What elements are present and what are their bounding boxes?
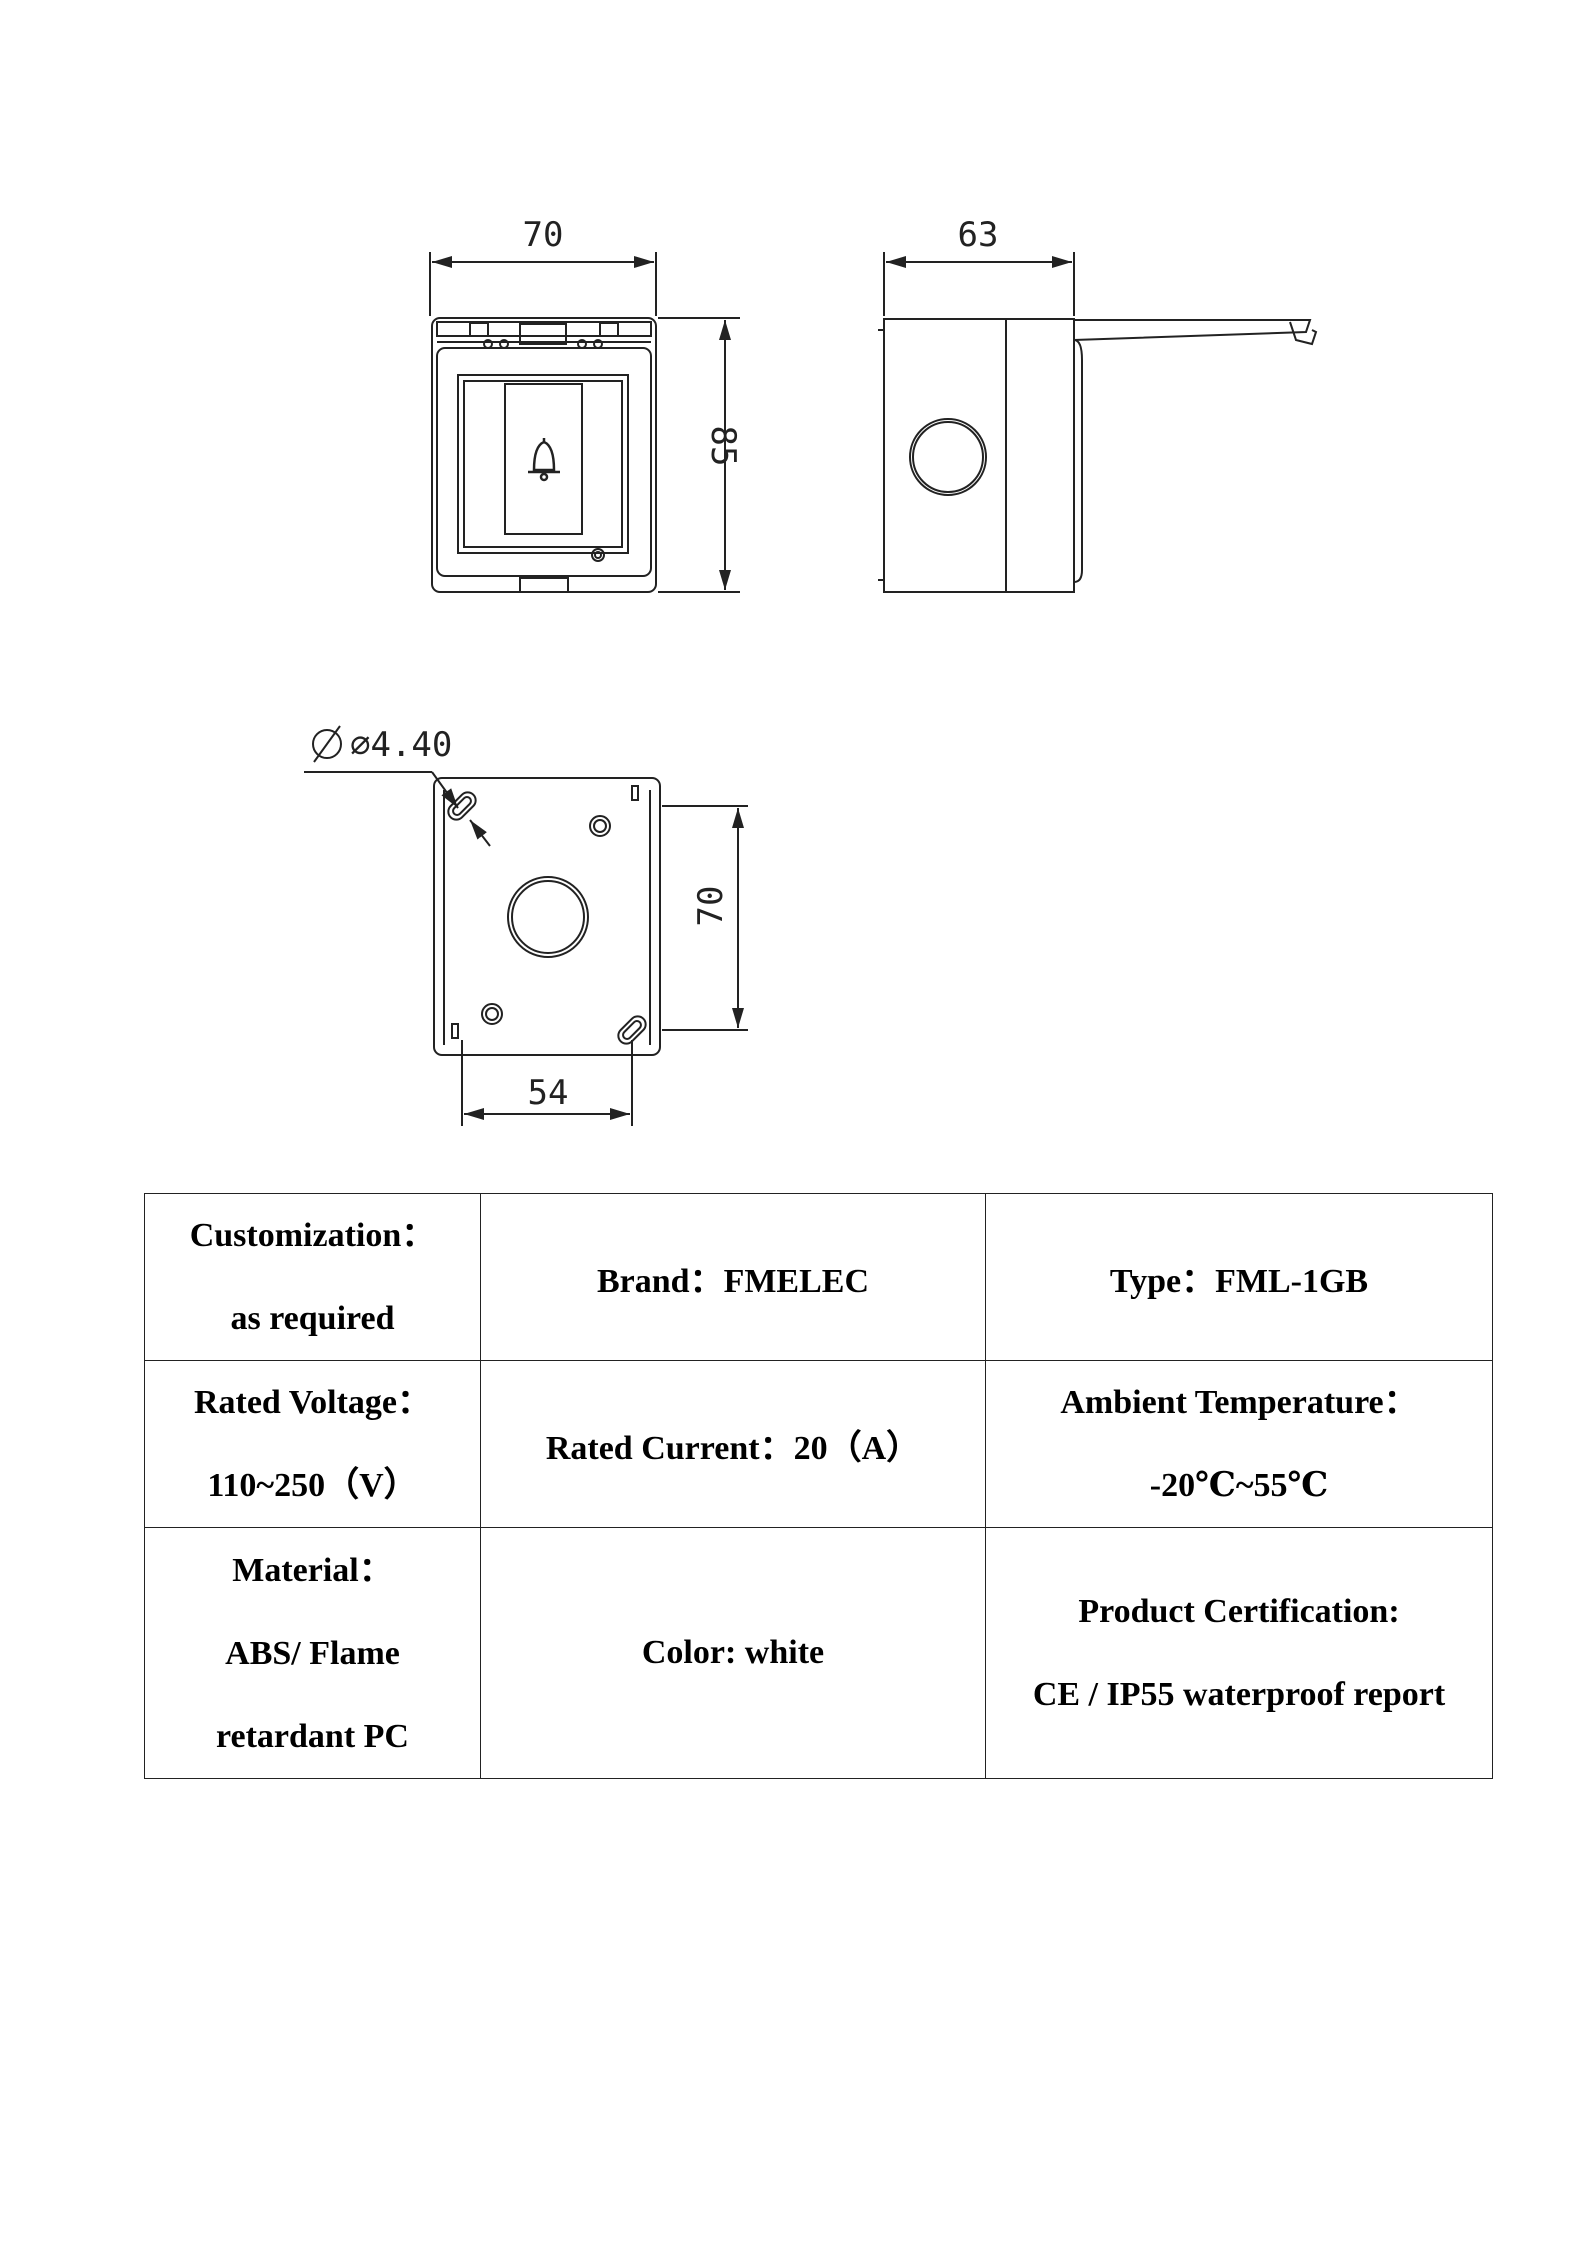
back-height-dimension: 70 [662,805,748,1031]
back-view: ⌀4.40 70 54 [304,725,748,1126]
back-width-dimension: 54 [461,1040,633,1126]
spec-label: Product Certification: [1078,1593,1400,1630]
front-height-dimension: 85 [658,317,743,593]
side-depth-dimension: 63 [883,215,1075,316]
spec-label: Material： [232,1551,393,1589]
back-width-label: 54 [528,1073,569,1113]
side-depth-label: 63 [958,215,999,255]
spec-cell-customization: Customization： as required [144,1193,481,1361]
spec-label: Rated Voltage： [193,1384,432,1421]
table-row: Rated Voltage： 110~250（V） Rated Current：… [144,1360,1493,1528]
front-height-label: 85 [703,426,743,467]
spec-value: CE / IP55 waterproof report [1032,1676,1446,1713]
spec-cell-ambient-temperature: Ambient Temperature： -20℃~55℃ [985,1360,1493,1528]
mounting-slot-top [447,791,477,821]
back-height-label: 70 [691,886,731,927]
spec-label: Type： [1109,1262,1216,1300]
spec-cell-brand: Brand：FMELEC [480,1193,986,1361]
spec-value: 20（A） [793,1429,921,1467]
spec-label: Color: [641,1634,737,1671]
mounting-slot-bottom [617,1015,647,1045]
spec-value: retardant PC [216,1717,409,1755]
spec-label: Rated Current： [545,1429,794,1467]
spec-cell-rated-voltage: Rated Voltage： 110~250（V） [144,1360,481,1528]
spec-cell-color: Color: white [480,1527,986,1779]
spec-table: Customization： as required Brand：FMELEC … [144,1193,1493,1779]
spec-value: white [744,1634,825,1671]
technical-drawing: 70 85 [304,215,1318,1126]
side-view: 63 [878,215,1318,593]
spec-value: -20℃~55℃ [1149,1467,1329,1504]
spec-label: Brand： [596,1262,724,1300]
spec-cell-rated-current: Rated Current：20（A） [480,1360,986,1528]
spec-value: as required [230,1300,395,1337]
spec-value: FML-1GB [1215,1262,1369,1300]
table-row: Material： ABS/ Flame retardant PC Color:… [144,1527,1493,1779]
spec-value: ABS/ Flame [225,1634,400,1672]
hole-diameter-label: ⌀4.40 [350,725,452,765]
bell-icon [528,438,560,482]
front-width-label: 70 [523,215,564,255]
spec-cell-product-certification: Product Certification: CE / IP55 waterpr… [985,1527,1493,1779]
spec-cell-type: Type：FML-1GB [985,1193,1493,1361]
spec-label: Ambient Temperature： [1060,1384,1418,1421]
spec-value: FMELEC [723,1262,870,1300]
spec-value: 110~250（V） [207,1467,418,1504]
spec-label: Customization： [189,1217,436,1254]
front-view: 70 85 [429,215,743,593]
spec-cell-material: Material： ABS/ Flame retardant PC [144,1527,481,1779]
front-width-dimension: 70 [429,215,657,316]
table-row: Customization： as required Brand：FMELEC … [144,1193,1493,1361]
hole-diameter-callout: ⌀4.40 [304,725,491,847]
